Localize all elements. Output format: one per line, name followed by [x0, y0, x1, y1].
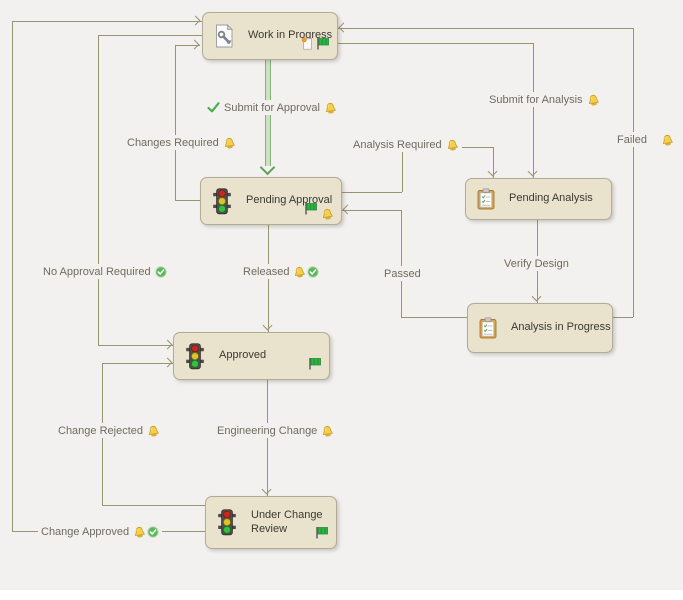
green-check-icon — [207, 102, 220, 113]
green-flag-icon — [315, 526, 329, 544]
bell-icon — [146, 424, 161, 438]
document-wrench-icon — [214, 24, 234, 48]
note-icon — [301, 37, 313, 55]
connector-segment — [102, 505, 205, 506]
transition-changes-required[interactable]: Changes Required — [124, 135, 239, 150]
connector-segment — [401, 210, 402, 317]
state-pending-analysis[interactable]: Pending Analysis — [465, 178, 612, 220]
transition-analysis-required[interactable]: Analysis Required — [350, 137, 462, 152]
transition-label: Change Rejected — [58, 424, 144, 437]
transition-label: Submit for Approval — [224, 101, 320, 114]
transition-change-rejected[interactable]: Change Rejected — [55, 423, 164, 438]
transition-failed[interactable]: Failed — [614, 132, 677, 147]
green-flag-icon — [304, 202, 318, 220]
connector-segment — [493, 147, 494, 178]
connector-segment — [613, 317, 633, 318]
clipboard-icon — [477, 188, 495, 210]
transition-label: Failed — [617, 133, 647, 146]
connector-segment — [98, 345, 173, 346]
transition-label: Passed — [384, 267, 421, 280]
state-analysis-in-progress[interactable]: Analysis in Progress — [467, 303, 613, 353]
transition-label: Engineering Change — [217, 424, 318, 437]
transition-passed[interactable]: Passed — [381, 266, 424, 281]
bell-icon — [320, 207, 335, 221]
transition-change-approved[interactable]: Change Approved — [38, 524, 163, 539]
connector-segment — [102, 363, 173, 364]
traffic-light-icon — [217, 509, 237, 536]
connector-segment — [175, 45, 176, 200]
state-label: Approved — [219, 349, 267, 362]
state-label: Work in Progress — [248, 29, 333, 42]
connector-segment — [402, 147, 403, 192]
connector-segment — [342, 192, 402, 193]
check-circle-icon — [147, 525, 160, 538]
connector-segment — [175, 45, 200, 46]
green-flag-icon — [316, 37, 330, 55]
traffic-light-icon — [185, 342, 205, 370]
bell-icon — [132, 525, 147, 539]
bell-icon — [321, 424, 336, 438]
state-approved[interactable]: Approved — [173, 332, 330, 380]
bell-icon — [222, 136, 237, 150]
connector-segment — [12, 21, 202, 22]
transition-verify-design[interactable]: Verify Design — [501, 256, 572, 271]
bell-icon — [586, 93, 601, 107]
clipboard-icon — [479, 317, 497, 339]
transition-label: Released — [243, 265, 290, 278]
connector-segment — [267, 380, 268, 496]
state-under-change-review[interactable]: Under Change Review — [205, 496, 337, 549]
transition-label: Submit for Analysis — [489, 93, 583, 106]
transition-no-approval-required[interactable]: No Approval Required — [40, 264, 170, 279]
connector-segment — [98, 35, 99, 345]
connector-segment — [12, 21, 13, 531]
connector-segment — [338, 43, 533, 44]
check-circle-icon — [154, 265, 167, 278]
transition-label: Change Approved — [41, 525, 130, 538]
connector-segment — [633, 28, 634, 317]
traffic-light-icon — [212, 187, 232, 215]
transition-submit-for-approval[interactable]: Submit for Approval — [204, 100, 340, 115]
state-work-in-progress[interactable]: Work in Progress — [202, 12, 338, 60]
connector-segment — [342, 210, 401, 211]
state-label: Under Change Review — [251, 508, 323, 535]
green-flag-icon — [308, 357, 322, 375]
connector-segment — [175, 200, 200, 201]
transition-released[interactable]: Released — [240, 264, 323, 279]
connector-segment — [338, 28, 633, 29]
transition-engineering-change[interactable]: Engineering Change — [214, 423, 338, 438]
bell-icon — [660, 133, 675, 147]
connector-segment — [98, 35, 202, 36]
transition-label: Analysis Required — [353, 138, 442, 151]
bell-icon — [445, 138, 460, 152]
state-pending-approval[interactable]: Pending Approval — [200, 177, 342, 225]
connector-segment — [401, 317, 467, 318]
transition-label: No Approval Required — [43, 265, 151, 278]
bell-icon — [293, 265, 308, 279]
connector-segment — [533, 43, 534, 178]
transition-label: Verify Design — [504, 257, 569, 270]
transition-label: Changes Required — [127, 136, 219, 149]
state-label: Analysis in Progress — [511, 321, 611, 334]
check-circle-icon — [307, 265, 320, 278]
transition-submit-for-analysis[interactable]: Submit for Analysis — [486, 92, 603, 107]
state-label: Pending Analysis — [509, 192, 593, 205]
bell-icon — [323, 101, 338, 115]
